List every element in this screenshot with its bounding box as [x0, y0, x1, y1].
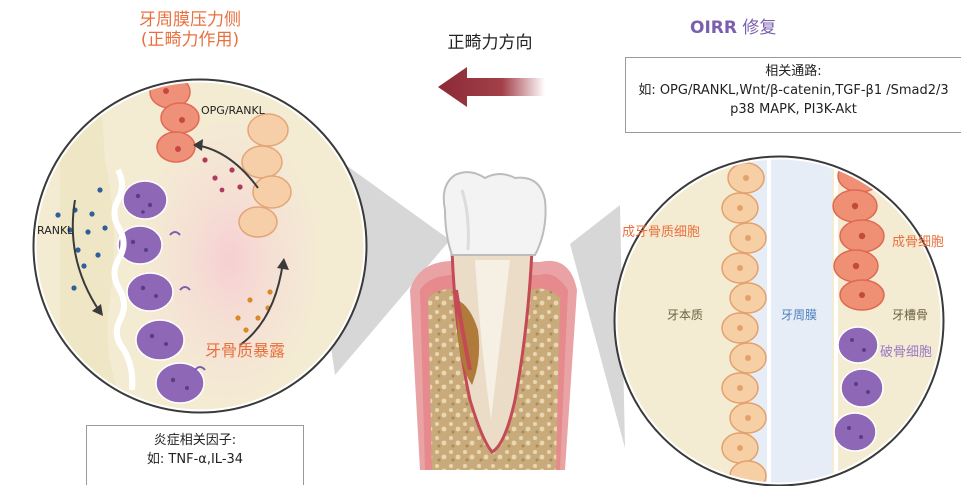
oirr-title-bold: OIRR	[690, 18, 737, 38]
pathway-box-line2: 如: OPG/RANKL,Wnt/β-catenin,TGF-β1 /Smad2…	[626, 82, 961, 101]
left-title-line1: 牙周膜压力侧	[95, 10, 285, 30]
cementoblast-label: 成牙骨质细胞	[622, 225, 700, 241]
inflammation-box-line2: 如: TNF-α,IL-34	[87, 451, 303, 470]
cementum-exposure-label: 牙骨质暴露	[205, 341, 285, 360]
pathway-box: 相关通路: 如: OPG/RANKL,Wnt/β-catenin,TGF-β1 …	[625, 57, 961, 133]
osteoclast-label: 破骨细胞	[880, 345, 932, 361]
left-title-line2: (正畸力作用)	[95, 30, 285, 50]
opg-rankl-label: OPG/RANKL	[201, 104, 265, 117]
force-direction-arrow	[438, 67, 545, 107]
tooth-illustration	[410, 172, 577, 470]
right-panel-title: OIRR 修复	[690, 18, 776, 38]
left-panel-title: 牙周膜压力侧 (正畸力作用)	[95, 10, 285, 51]
oirr-title-rest: 修复	[737, 18, 776, 38]
pdl-label: 牙周膜	[781, 308, 817, 322]
force-direction-label: 正畸力方向	[430, 33, 550, 53]
rankl-label: RANKL	[37, 224, 73, 237]
osteoclast-cells-right	[834, 327, 883, 451]
left-magnified-circle	[30, 76, 370, 420]
inflammation-box-line1: 炎症相关因子:	[87, 432, 303, 451]
pathway-box-line3: p38 MAPK, PI3K-Akt	[626, 101, 961, 120]
osteoblast-label: 成骨细胞	[892, 235, 944, 251]
cementum-label: 牙本质	[667, 308, 703, 322]
inflammation-factors-box: 炎症相关因子: 如: TNF-α,IL-34	[86, 425, 304, 485]
alveolar-bone-label: 牙槽骨	[892, 308, 928, 322]
pathway-box-line1: 相关通路:	[626, 63, 961, 82]
